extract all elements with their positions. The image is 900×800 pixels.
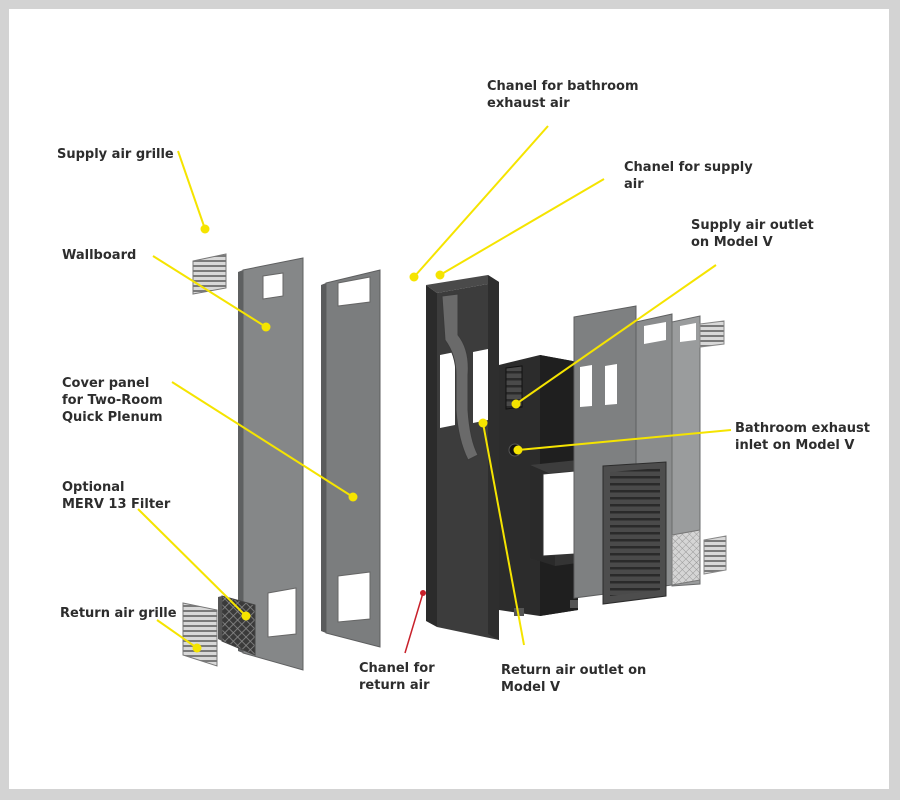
leader-supply-outlet (515, 264, 717, 405)
label-bathroom-exhaust-inlet: Bathroom exhaust inlet on Model V (735, 421, 870, 453)
leader-bathroom-exhaust-inlet (517, 429, 732, 451)
leader-merv-filter (137, 508, 247, 617)
supply-air-grille-component (192, 253, 227, 295)
label-return-air-grille: Return air grille (60, 606, 177, 621)
exploded-view-diagram (137, 125, 732, 671)
leader-lines (137, 125, 732, 649)
label-chanel-supply-air: Chanel for supply air (624, 160, 753, 192)
leader-chanel-return-air (404, 592, 424, 654)
leader-return-outlet (482, 422, 525, 646)
label-chanel-return-air: Chanel for return air (359, 661, 435, 693)
label-supply-air-grille: Supply air grille (57, 147, 174, 162)
leader-chanel-supply-air (439, 178, 605, 276)
leader-dot-return-air (420, 590, 426, 596)
leader-chanel-bathroom-exhaust (413, 125, 549, 278)
wallboard-component (238, 257, 304, 671)
label-return-outlet-model-v: Return air outlet on Model V (501, 663, 647, 695)
rear-return-air-grille-component (602, 461, 701, 605)
merv-filter-component (218, 595, 256, 656)
rear-supply-grille-component (699, 320, 727, 575)
plenum-chase-component (426, 275, 499, 640)
label-chanel-bathroom-exhaust: Chanel for bathroom exhaust air (487, 79, 639, 111)
return-air-grille-component (182, 602, 218, 667)
leader-return-air-grille (156, 619, 198, 649)
label-supply-outlet-model-v: Supply air outlet on Model V (691, 218, 814, 250)
leader-supply-air-grille (177, 150, 206, 230)
label-cover-panel: Cover panel for Two-Room Quick Plenum (62, 376, 163, 425)
label-merv-filter: Optional MERV 13 Filter (62, 480, 171, 512)
diagram-frame: Supply air grille Wallboard Cover panel … (9, 9, 889, 789)
leader-dots (192, 224, 523, 653)
leader-wallboard (152, 255, 267, 328)
label-wallboard: Wallboard (62, 248, 137, 263)
cover-panel-component (321, 269, 381, 648)
leader-cover-panel (171, 381, 354, 498)
